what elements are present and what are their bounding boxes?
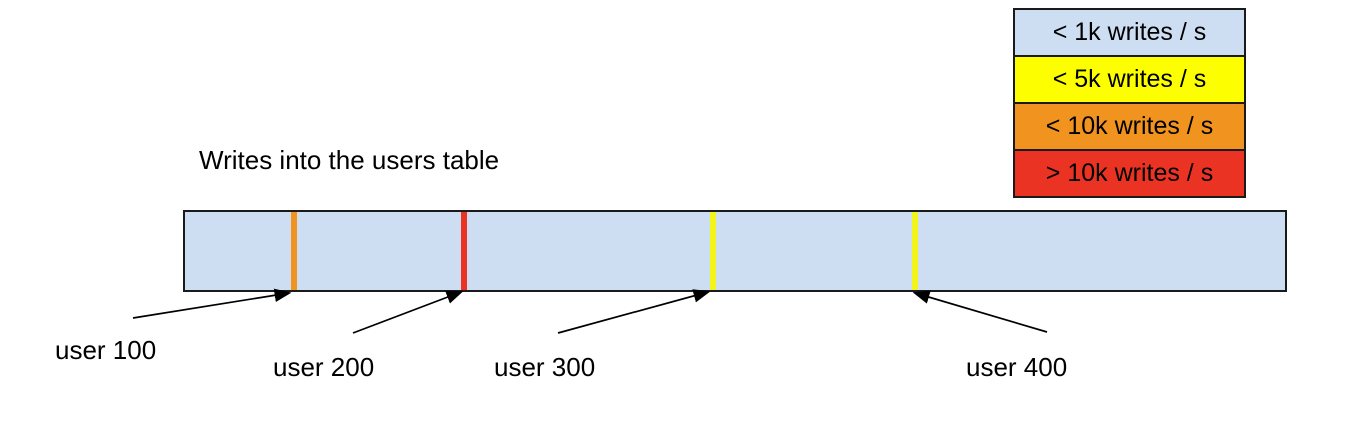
diagram-title: Writes into the users table (199, 145, 500, 175)
legend-item-label: > 10k writes / s (1045, 159, 1214, 187)
arrow-user-100 (132, 288, 292, 319)
legend-item-gt-10k: > 10k writes / s (1015, 149, 1244, 196)
users-table-bar (183, 210, 1287, 292)
write-hotspot-marker-user-400 (912, 212, 918, 290)
legend: < 1k writes / s < 5k writes / s < 10k wr… (1013, 8, 1246, 198)
legend-item-lt-10k: < 10k writes / s (1015, 102, 1244, 149)
legend-item-lt-5k: < 5k writes / s (1015, 55, 1244, 102)
legend-item-label: < 1k writes / s (1052, 18, 1207, 46)
label-user-200: user 200 (273, 352, 375, 382)
legend-item-label: < 5k writes / s (1052, 65, 1207, 93)
legend-item-label: < 10k writes / s (1045, 112, 1214, 140)
label-user-300: user 300 (494, 352, 596, 382)
write-hotspot-marker-user-100 (291, 212, 297, 290)
arrow-user-200 (352, 290, 464, 334)
label-user-400: user 400 (966, 352, 1068, 382)
arrow-user-300 (557, 289, 711, 334)
label-user-100: user 100 (55, 335, 157, 365)
legend-item-lt-1k: < 1k writes / s (1015, 10, 1244, 55)
write-hotspot-marker-user-200 (461, 212, 467, 290)
write-hotspot-marker-user-300 (710, 212, 716, 290)
arrow-user-400 (912, 290, 1048, 333)
